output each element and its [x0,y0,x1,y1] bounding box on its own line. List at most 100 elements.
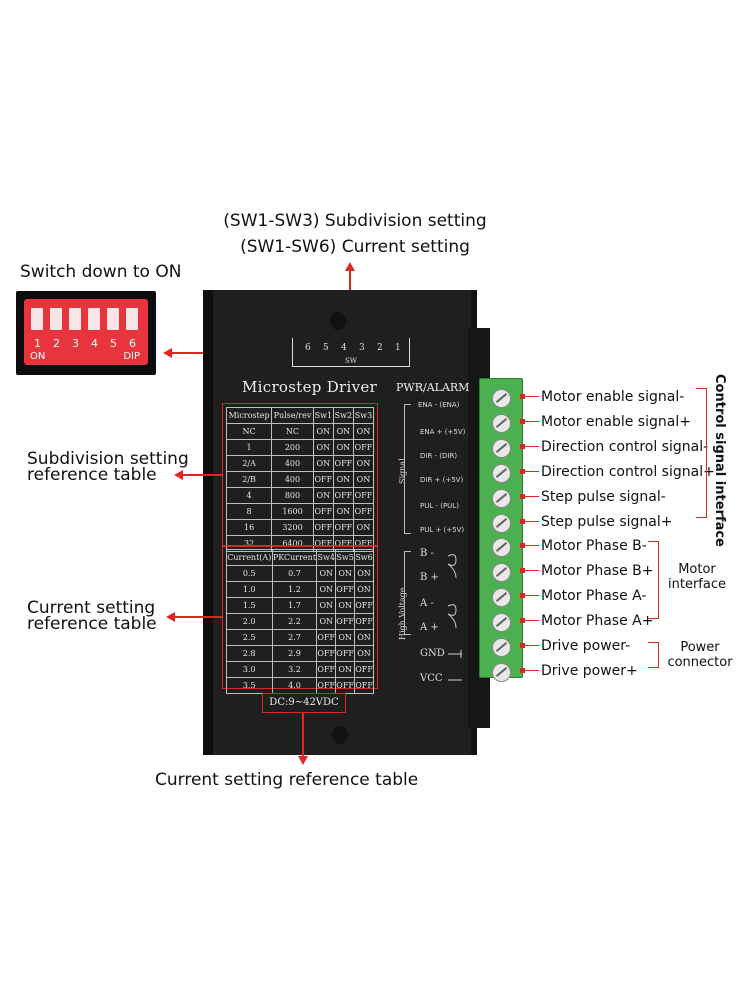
table-cell: ON [312,487,334,504]
signal-bracket [404,404,411,534]
dip-number: 4 [91,337,98,350]
table-cell: 200 [271,439,314,456]
top-callout-line2: (SW1-SW6) Current setting [240,237,470,257]
hv-pin-label: A + [420,622,439,633]
table-cell: OFF [352,487,375,504]
table-cell: OFF [316,645,337,662]
terminal-screw [492,513,511,533]
terminal-leader-line [525,470,539,472]
table-cell: 3.5 [226,677,273,694]
table-cell: OFF [352,439,375,456]
top-callout: (SW1-SW3) Subdivision setting (SW1-SW6) … [215,208,495,260]
table-cell: OFF [332,487,354,504]
table-cell: OFF [332,519,354,536]
table-cell: OFF [335,677,356,694]
table-cell: ON [354,565,374,582]
dip-number: 3 [72,337,79,350]
hv-pin-label: GND [420,648,445,659]
table-cell: 8 [225,503,273,520]
terminal-pin-marker [520,593,525,599]
terminal-pin-marker [520,443,525,449]
signal-pin-label: DIR - (DIR) [420,452,458,460]
control-signal-bracket [696,388,707,518]
terminal-leader-line [525,645,539,646]
dip-number: 5 [110,337,117,350]
high-voltage-bracket [404,551,411,635]
current-callout: Current setting reference table [27,598,157,633]
terminal-leader-line [525,595,539,597]
bottom-callout: Current setting reference table [155,770,419,790]
dip-number: 1 [34,337,41,350]
table-cell: ON [316,597,337,614]
dip-knob [31,308,43,330]
table-cell: 2/A [225,455,273,472]
sw-digit: 3 [359,343,365,353]
table-cell: 2.2 [271,613,318,630]
subdivision-leader-arrow [174,470,183,480]
hv-pin-label: B + [420,572,439,583]
sw-indicator: 6 5 4 3 2 1 SW [292,338,410,367]
sw-digit: 2 [377,343,383,353]
table-cell: ON [316,565,337,582]
table-header: Sw2 [332,407,354,424]
current-callout-line1: Current setting [27,598,156,618]
table-cell: ON [332,423,354,440]
dip-knob [50,308,62,330]
terminal-leader-line [525,545,539,547]
motor-interface-line1: Motor [678,562,716,577]
terminal-pin-marker [520,468,525,474]
terminal-screw [492,662,511,682]
motor-interface-bracket [648,541,659,619]
table-cell: OFF [354,613,374,630]
terminal-label: Motor Phase B+ [541,563,654,580]
signal-pin-label: PUL + (+5V) [420,526,465,534]
table-header: Sw3 [352,407,375,424]
table-cell: 1 [225,439,273,456]
bottom-leader-line [302,712,304,758]
terminal-label: Drive power+ [541,662,638,679]
table-cell: OFF [335,581,356,598]
terminal-leader-line [525,669,539,671]
table-cell: ON [352,519,375,536]
table-header: Microstep [225,407,273,424]
pwr-alarm-label: PWR/ALARM [396,381,470,394]
terminal-leader-line [525,396,539,397]
table-cell: 1.2 [271,581,318,598]
terminal-label: Direction control signal+ [541,463,715,480]
table-cell: 400 [271,471,314,488]
table-cell: NC [225,423,273,440]
terminal-pin-marker [520,394,525,399]
terminal-leader-line [525,420,539,422]
terminal-label: Step pulse signal- [541,488,666,505]
terminal-label: Direction control signal- [541,438,709,455]
dip-knob [126,308,138,330]
terminal-screw [492,438,511,458]
table-cell: ON [354,581,374,598]
table-header-row: Microstep Pulse/rev Sw1 Sw2 Sw3 [225,407,375,424]
terminal-pin-marker [520,518,525,524]
terminal-block [479,378,523,682]
table-cell: ON [316,581,337,598]
motor-interface-label: Motor interface [662,562,732,592]
dip-knob [88,308,100,330]
table-cell: OFF [354,661,374,678]
terminal-label: Drive power- [541,638,631,654]
mount-hole-top [330,312,346,330]
table-cell: ON [332,503,354,520]
table-cell: OFF [316,629,337,646]
table-cell: OFF [352,503,375,520]
signal-pin-label: DIR + (+5V) [420,476,464,484]
mount-hole-bottom [332,726,348,744]
table-cell: ON [335,597,356,614]
subdivision-callout-line1: Subdivision setting [27,449,189,469]
table-cell: OFF [332,455,354,472]
table-cell: ON [335,661,356,678]
coil-symbol [447,554,462,681]
